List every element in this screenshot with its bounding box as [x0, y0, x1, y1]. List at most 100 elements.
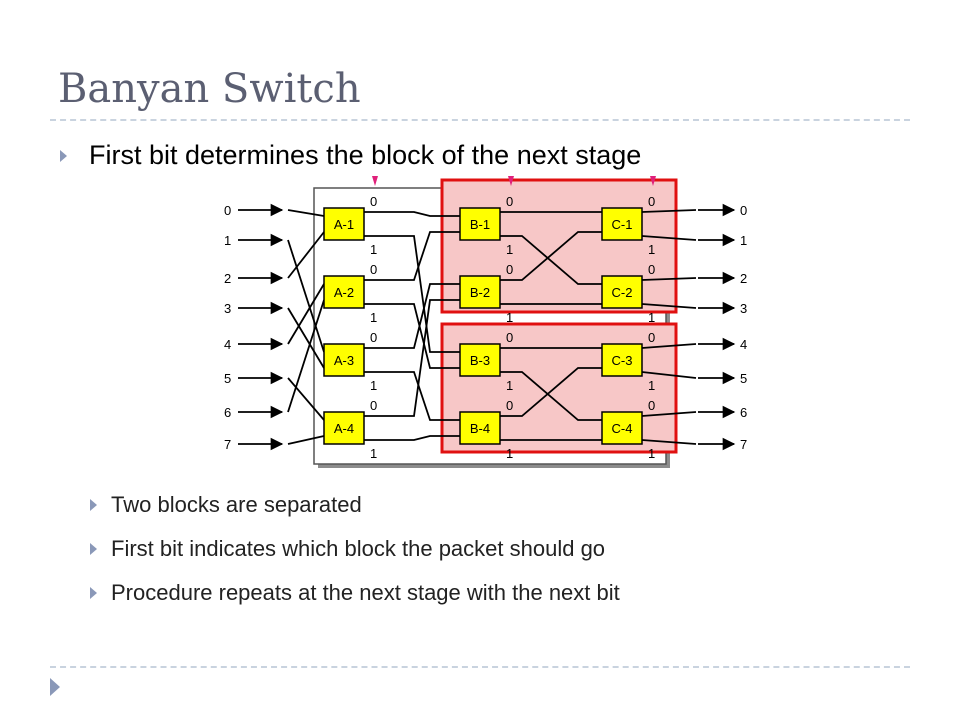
- switch-label: A-2: [334, 285, 354, 300]
- switch-a-4: [323, 411, 365, 445]
- port-bit-label: 1: [506, 378, 513, 393]
- switch-label: C-3: [612, 353, 633, 368]
- main-bullet: First bit determines the block of the ne…: [60, 140, 641, 171]
- stage-marker-icon: [372, 176, 378, 186]
- output-label: 4: [740, 337, 747, 352]
- output-label: 0: [740, 203, 747, 218]
- port-bit-label: 0: [370, 262, 377, 277]
- switch-label: B-4: [470, 421, 490, 436]
- main-bullet-text: First bit determines the block of the ne…: [89, 140, 642, 170]
- port-bit-label: 0: [648, 262, 655, 277]
- crossing-wire: [500, 235, 602, 285]
- output-label: 3: [740, 301, 747, 316]
- switch-a-2: [323, 275, 365, 309]
- output-label: 1: [740, 233, 747, 248]
- switch-b-2: [459, 275, 501, 309]
- switch-label: A-1: [334, 217, 354, 232]
- shuffle-wire: [287, 299, 325, 413]
- port-bit-label: 0: [506, 398, 513, 413]
- bullet-arrow-icon: [90, 499, 97, 511]
- sub-bullet-3-text: Procedure repeats at the next stage with…: [111, 580, 620, 605]
- output-wire: [641, 235, 697, 241]
- port-bit-label: 0: [648, 330, 655, 345]
- switch-a-3: [323, 343, 365, 377]
- output-wire: [641, 209, 697, 213]
- input-label: 1: [224, 233, 231, 248]
- switch-c-3: [601, 343, 643, 377]
- switch-label: B-1: [470, 217, 490, 232]
- bullet-arrow-icon: [90, 543, 97, 555]
- sub-bullet-1: Two blocks are separated: [90, 492, 362, 518]
- switch-label: C-1: [612, 217, 633, 232]
- input-label: 2: [224, 271, 231, 286]
- interstage-wire: [364, 371, 460, 421]
- sub-bullet-1-text: Two blocks are separated: [111, 492, 362, 517]
- interstage-wire: [364, 435, 460, 441]
- crossing-wire: [500, 367, 602, 417]
- port-bit-label: 1: [370, 446, 377, 461]
- slide-title: Banyan Switch: [58, 66, 361, 112]
- output-wire: [641, 343, 697, 349]
- interstage-wire: [364, 283, 460, 349]
- bullet-arrow-icon: [90, 587, 97, 599]
- input-label: 3: [224, 301, 231, 316]
- port-bit-label: 1: [648, 378, 655, 393]
- sub-bullet-2: First bit indicates which block the pack…: [90, 536, 605, 562]
- output-label: 7: [740, 437, 747, 452]
- switch-b-3: [459, 343, 501, 377]
- shuffle-wire: [287, 209, 325, 217]
- crossing-wire: [500, 371, 602, 421]
- switch-label: B-3: [470, 353, 490, 368]
- switch-label: C-4: [612, 421, 633, 436]
- switch-b-4: [459, 411, 501, 445]
- interstage-wire: [364, 211, 460, 217]
- port-bit-label: 0: [506, 194, 513, 209]
- switch-c-2: [601, 275, 643, 309]
- port-bit-label: 0: [370, 398, 377, 413]
- port-bit-label: 0: [648, 194, 655, 209]
- port-bit-label: 0: [370, 330, 377, 345]
- port-bit-label: 1: [370, 310, 377, 325]
- bullet-arrow-icon: [60, 149, 67, 162]
- port-bit-label: 0: [370, 194, 377, 209]
- switch-c-4: [601, 411, 643, 445]
- stage-marker-icon: [650, 176, 656, 186]
- shuffle-wire: [287, 239, 325, 353]
- footer-arrow-icon: [50, 678, 60, 696]
- shuffle-wire: [287, 435, 325, 445]
- output-label: 6: [740, 405, 747, 420]
- switch-label: C-2: [612, 285, 633, 300]
- shuffle-wire: [287, 231, 325, 279]
- port-bit-label: 1: [370, 242, 377, 257]
- input-label: 0: [224, 203, 231, 218]
- switch-label: A-3: [334, 353, 354, 368]
- shuffle-wire: [287, 377, 325, 421]
- switch-label: B-2: [470, 285, 490, 300]
- sub-bullet-3: Procedure repeats at the next stage with…: [90, 580, 620, 606]
- shuffle-wire: [287, 283, 325, 345]
- output-wire: [641, 303, 697, 309]
- interstage-wire: [364, 303, 460, 369]
- crossing-wire: [500, 231, 602, 281]
- port-bit-label: 1: [506, 310, 513, 325]
- interstage-wire: [364, 231, 460, 281]
- switch-c-1: [601, 207, 643, 241]
- output-wire: [641, 277, 697, 281]
- port-bit-label: 1: [370, 378, 377, 393]
- port-bit-label: 0: [506, 330, 513, 345]
- output-wire: [641, 439, 697, 445]
- stage-marker-icon: [508, 176, 514, 186]
- input-label: 6: [224, 405, 231, 420]
- output-label: 2: [740, 271, 747, 286]
- interstage-wire: [364, 235, 460, 353]
- input-label: 5: [224, 371, 231, 386]
- port-bit-label: 1: [648, 242, 655, 257]
- port-bit-label: 1: [648, 310, 655, 325]
- interstage-wire: [364, 299, 460, 417]
- banyan-switch-diagram: A-1A-2A-3A-4 B-1B-2B-3B-4 C-1C-2C-3C-4 0 1 2…: [224, 176, 747, 468]
- port-bit-label: 1: [506, 446, 513, 461]
- switch-label: A-4: [334, 421, 354, 436]
- input-label: 4: [224, 337, 231, 352]
- port-bit-label: 0: [648, 398, 655, 413]
- output-wire: [641, 411, 697, 417]
